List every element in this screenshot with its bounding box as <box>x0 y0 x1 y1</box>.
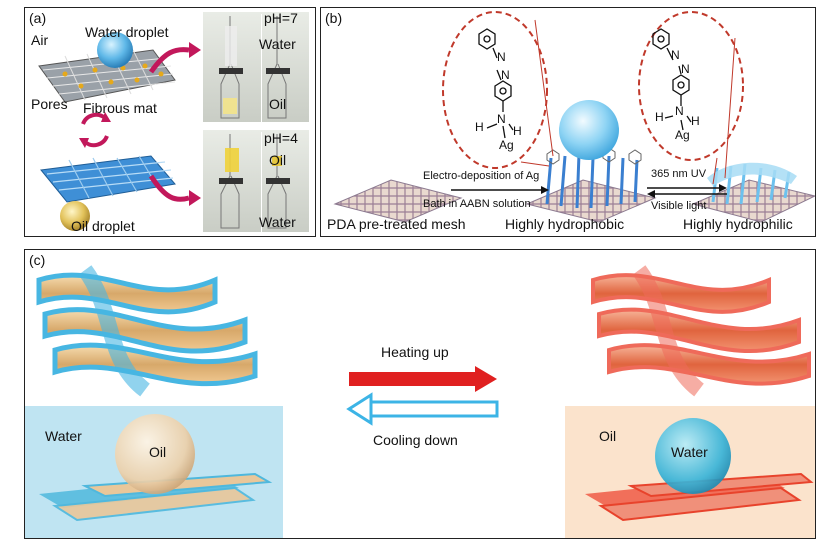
ph4-lower-label: Water <box>259 214 296 230</box>
mol-right-ag: Ag <box>675 128 690 142</box>
ph4-label: pH=4 <box>264 130 298 146</box>
ph4-upper-label: Oil <box>269 152 287 168</box>
ph7-photo <box>203 12 309 122</box>
panel-b-illustration <box>333 11 815 223</box>
mol-left-ag: Ag <box>499 138 514 152</box>
pores-label: Pores <box>31 96 68 112</box>
state1-label: PDA pre-treated mesh <box>327 216 466 232</box>
oil-droplet-label: Oil droplet <box>71 218 135 234</box>
water-droplet-label: Water droplet <box>85 24 169 40</box>
hydrophilic-mesh <box>691 179 815 223</box>
oil-droplet-icon <box>115 414 195 494</box>
panel-b: (b) N N H N H Ag N N H N H Ag Electro-de… <box>320 7 816 237</box>
pda-mesh <box>333 179 463 223</box>
ph7-upper-label: Water <box>259 36 296 52</box>
panel-c: (c) Heating up Cooling down Water Oil Oi… <box>24 249 816 539</box>
air-label: Air <box>31 32 49 48</box>
zoom-circle-right <box>638 11 744 161</box>
panel-a: (a) Water droplet Air Pores Fibrous mat … <box>24 7 316 237</box>
oil-droplet-icon <box>60 201 90 231</box>
water-droplet-icon <box>655 418 731 494</box>
ph7-lower-label: Oil <box>269 96 287 112</box>
cooling-arrow-icon <box>346 392 499 426</box>
water-film-icon <box>707 162 797 186</box>
mol-right-n1: N <box>671 48 680 62</box>
fiber-layer-left <box>39 472 273 522</box>
ph7-label: pH=7 <box>264 10 298 26</box>
mol-left-h2: H <box>513 124 522 138</box>
right-droplet-label: Water <box>671 444 708 460</box>
arrow1-top-label: Electro-deposition of Ag <box>423 170 540 182</box>
mol-right-h1: H <box>655 110 664 124</box>
azobenzene-molecule-right <box>652 28 692 131</box>
arrow1-bottom-label: Bath in AABN solution <box>423 198 531 210</box>
left-medium-label: Water <box>45 428 82 444</box>
mol-left-n2: N <box>501 68 510 82</box>
mol-right-n2: N <box>681 62 690 76</box>
left-droplet-label: Oil <box>149 444 167 460</box>
molecule-brush-icon <box>545 153 639 209</box>
coated-fibers-right <box>591 265 811 397</box>
water-droplet-icon <box>97 32 133 68</box>
mol-left-n3: N <box>497 112 506 126</box>
panel-b-label: (b) <box>325 10 343 26</box>
water-bubble-icon <box>559 100 619 160</box>
state3-label: Highly hydrophilic <box>683 216 793 232</box>
right-medium-label: Oil <box>599 428 617 444</box>
arrow2-top-label: 365 nm UV <box>651 168 707 180</box>
cycle-arrows-icon <box>79 112 111 148</box>
fibrous-mat-label: Fibrous mat <box>83 100 157 116</box>
panel-c-illustration <box>25 265 815 538</box>
panel-a-illustration <box>38 12 309 232</box>
curved-arrow-icon <box>148 174 190 202</box>
curved-arrow-icon <box>148 47 190 74</box>
arrow2-bottom-label: Visible light <box>651 200 707 212</box>
state2-label: Highly hydrophobic <box>505 216 625 232</box>
mol-right-n3: N <box>675 104 684 118</box>
gray-fibrous-mat <box>38 49 176 103</box>
zoom-circle-left <box>442 11 548 169</box>
mol-left-n1: N <box>497 50 506 64</box>
cooling-label: Cooling down <box>373 432 458 448</box>
heating-label: Heating up <box>381 344 449 360</box>
mol-left-h1: H <box>475 120 484 134</box>
molecule-brush-icon <box>711 163 791 205</box>
heating-arrow-icon <box>349 366 497 392</box>
panel-a-label: (a) <box>29 10 47 26</box>
panel-c-label: (c) <box>29 252 46 268</box>
blue-fibrous-mat <box>40 155 176 203</box>
mol-right-h2: H <box>691 114 700 128</box>
coated-fibers-left <box>36 265 258 397</box>
azobenzene-molecule-left <box>478 28 514 139</box>
